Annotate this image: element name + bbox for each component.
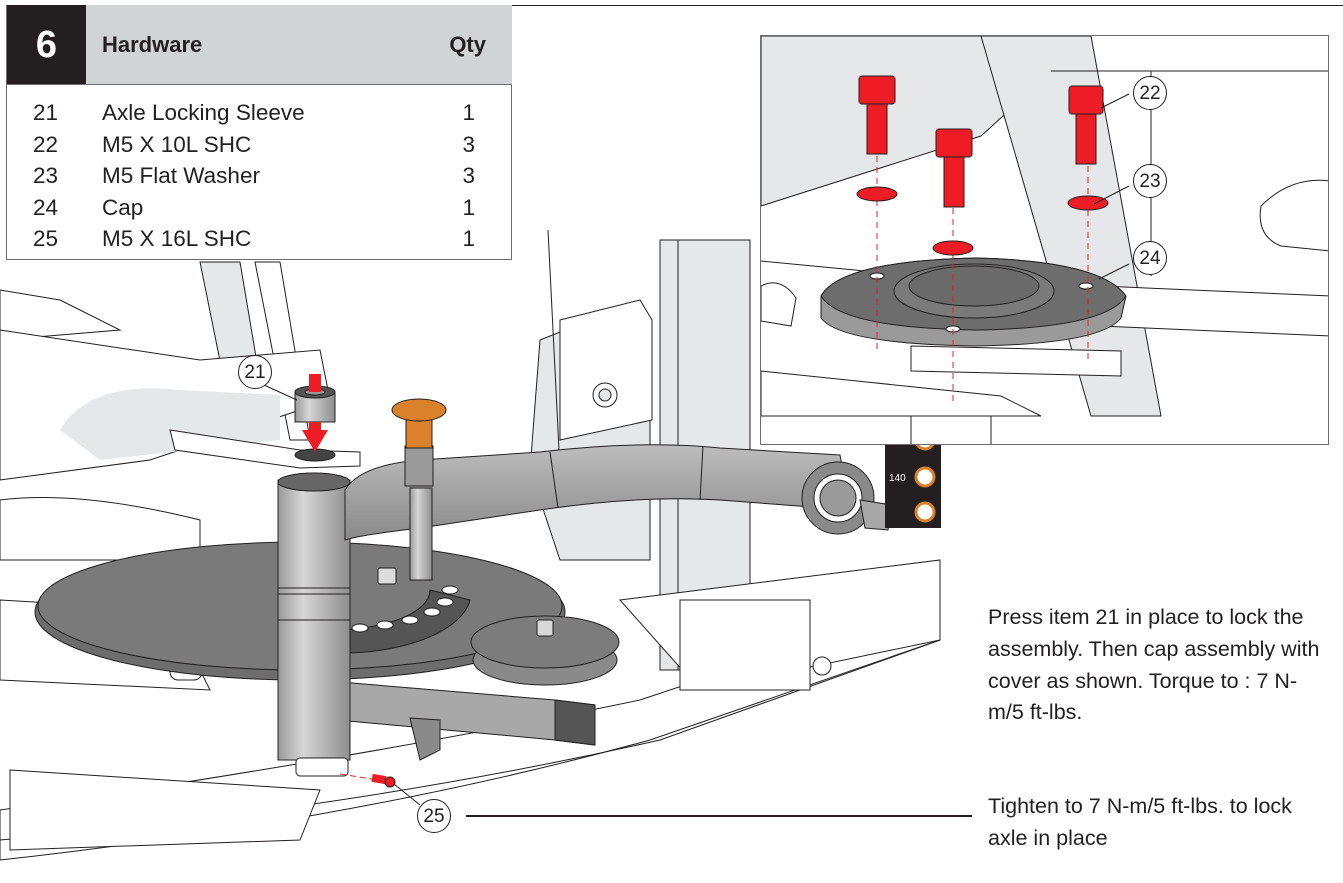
item-description: M5 Flat Washer <box>102 163 260 189</box>
weight-label: 140 <box>889 473 906 484</box>
screw-22 <box>858 75 1104 208</box>
hardware-table: 6 Hardware Qty 21 Axle Locking Sleeve 1 … <box>6 5 512 260</box>
item-qty: 3 <box>462 163 475 189</box>
selector-knob <box>391 398 447 581</box>
arm-tube <box>344 444 893 541</box>
callout-23: 23 <box>1133 164 1167 198</box>
cap-detail-illustration <box>761 36 1328 444</box>
insert-arrows <box>302 374 328 452</box>
item-description: M5 X 16L SHC <box>102 226 252 252</box>
item-description: Cap <box>102 194 144 220</box>
item-description: M5 X 10L SHC <box>102 131 252 157</box>
hardware-rows: 21 Axle Locking Sleeve 1 22 M5 X 10L SHC… <box>7 97 511 255</box>
washer-23 <box>856 186 1109 256</box>
tighten-instruction: Tighten to 7 N-m/5 ft-lbs. to lock axle … <box>988 794 1292 850</box>
weight-stack: 140 <box>885 429 941 528</box>
item-qty: 3 <box>462 131 475 157</box>
axle-post <box>277 472 351 777</box>
item-qty: 1 <box>462 226 475 252</box>
callout-22: 22 <box>1133 76 1167 110</box>
qty-header: Qty <box>449 32 486 57</box>
bracket <box>315 679 596 761</box>
step-number: 6 <box>7 5 86 84</box>
hardware-row: 23 M5 Flat Washer 3 <box>7 160 511 192</box>
item-qty: 1 <box>462 194 475 220</box>
hardware-row: 25 M5 X 16L SHC 1 <box>7 223 511 255</box>
screw-25 <box>339 773 396 788</box>
cap-24 <box>820 257 1127 347</box>
item-number: 25 <box>33 226 59 252</box>
axle-locking-sleeve <box>294 385 336 423</box>
pulley <box>470 615 620 686</box>
item-number: 22 <box>33 131 59 157</box>
hardware-row: 22 M5 X 10L SHC 3 <box>7 129 511 161</box>
hardware-row: 21 Axle Locking Sleeve 1 <box>7 97 511 129</box>
hardware-title: Hardware <box>102 32 203 57</box>
press-instruction: Press item 21 in place to lock the assem… <box>988 605 1320 725</box>
top-plate <box>169 429 361 469</box>
hardware-row: 24 Cap 1 <box>7 192 511 224</box>
callout-21: 21 <box>238 355 272 389</box>
item-number: 24 <box>33 194 59 220</box>
item-number: 23 <box>33 163 59 189</box>
callout-24: 24 <box>1133 241 1167 275</box>
top-rule <box>6 5 1343 6</box>
detail-inset: 22 23 24 <box>760 35 1329 445</box>
hardware-table-header: 6 Hardware Qty <box>7 5 512 85</box>
frame-background <box>0 229 941 861</box>
item-number: 21 <box>33 100 59 125</box>
leader-line-25 <box>466 815 972 817</box>
item-qty: 1 <box>462 100 475 125</box>
item-description: Axle Locking Sleeve <box>102 100 305 125</box>
callout-25: 25 <box>417 799 451 833</box>
